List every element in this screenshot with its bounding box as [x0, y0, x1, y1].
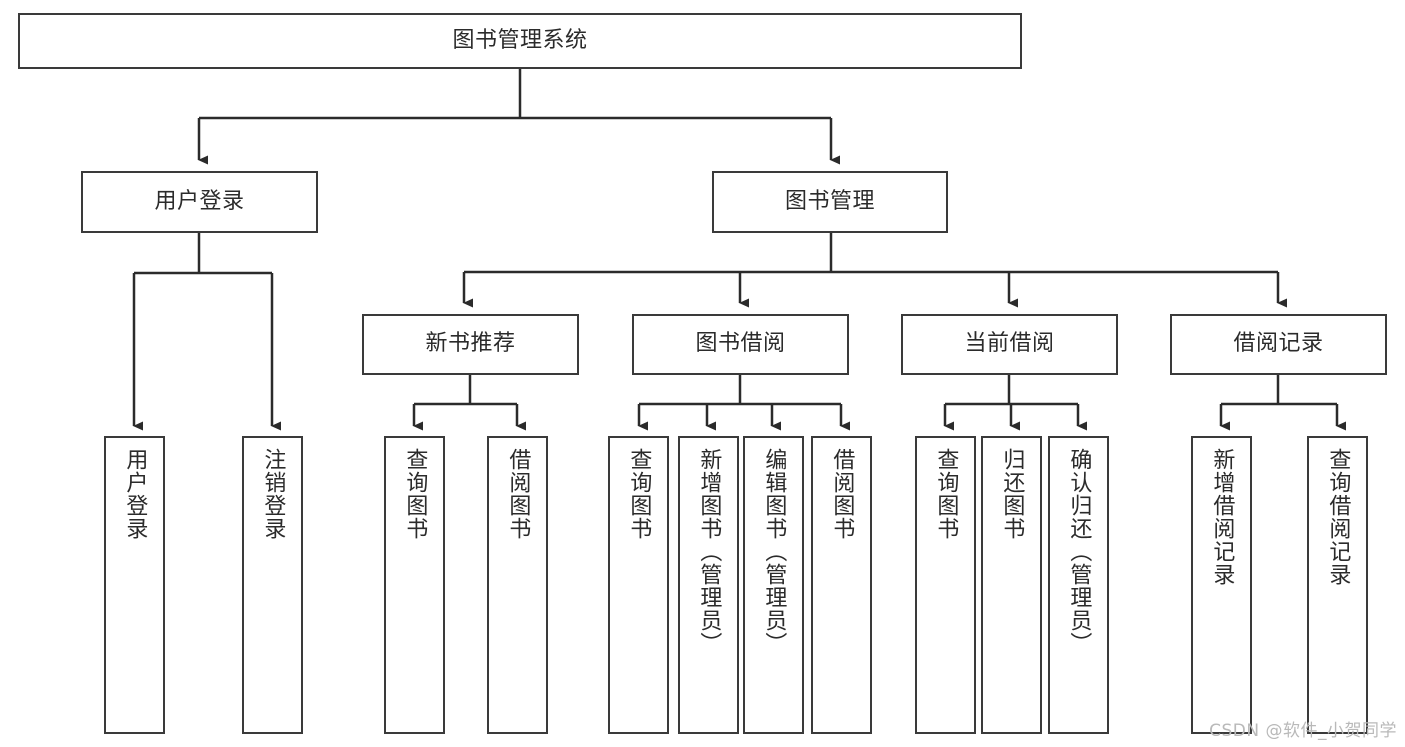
node-leaf-return-book-label: 归还图书: [999, 448, 1025, 540]
node-leaf-user-login-label: 用户登录: [122, 448, 148, 540]
node-leaf-query-borrow-record-label: 查询借阅记录: [1325, 448, 1351, 586]
node-leaf-user-login[interactable]: 用户登录: [104, 436, 165, 734]
node-leaf-query-book-recommend[interactable]: 查询图书: [384, 436, 445, 734]
node-leaf-query-book-borrow[interactable]: 查询图书: [608, 436, 669, 734]
csdn-watermark: CSDN @软件_小贺同学: [1209, 721, 1397, 741]
node-current-borrow[interactable]: 当前借阅: [901, 314, 1118, 375]
node-book-management-label: 图书管理: [784, 188, 875, 214]
node-book-management[interactable]: 图书管理: [712, 171, 948, 233]
node-new-book-recommend[interactable]: 新书推荐: [362, 314, 579, 375]
node-book-borrow[interactable]: 图书借阅: [632, 314, 849, 375]
node-leaf-borrow-book-label: 借阅图书: [829, 448, 855, 540]
node-leaf-logout-label: 注销登录: [260, 448, 286, 540]
node-leaf-query-book-current-label: 查询图书: [933, 448, 959, 540]
node-leaf-borrow-book[interactable]: 借阅图书: [811, 436, 872, 734]
node-leaf-confirm-return-admin-label: 确认归还（管理员）: [1066, 448, 1092, 655]
node-leaf-add-book-admin-label: 新增图书（管理员）: [696, 448, 722, 655]
node-user-login-label: 用户登录: [154, 188, 245, 214]
node-root-book-management-system[interactable]: 图书管理系统: [18, 13, 1022, 69]
node-book-borrow-label: 图书借阅: [695, 331, 786, 357]
node-borrow-record-label: 借阅记录: [1233, 331, 1324, 357]
node-leaf-add-borrow-record[interactable]: 新增借阅记录: [1191, 436, 1252, 734]
node-leaf-add-borrow-record-label: 新增借阅记录: [1209, 448, 1235, 586]
node-root-label: 图书管理系统: [452, 27, 588, 53]
node-current-borrow-label: 当前借阅: [964, 331, 1055, 357]
node-leaf-borrow-book-recommend[interactable]: 借阅图书: [487, 436, 548, 734]
node-borrow-record[interactable]: 借阅记录: [1170, 314, 1387, 375]
node-leaf-borrow-book-recommend-label: 借阅图书: [505, 448, 531, 540]
node-leaf-add-book-admin[interactable]: 新增图书（管理员）: [678, 436, 739, 734]
node-leaf-query-book-borrow-label: 查询图书: [626, 448, 652, 540]
node-leaf-edit-book-admin[interactable]: 编辑图书（管理员）: [743, 436, 804, 734]
node-user-login[interactable]: 用户登录: [81, 171, 318, 233]
node-leaf-query-book-current[interactable]: 查询图书: [915, 436, 976, 734]
node-new-book-recommend-label: 新书推荐: [425, 331, 516, 357]
node-leaf-query-borrow-record[interactable]: 查询借阅记录: [1307, 436, 1368, 734]
node-leaf-query-book-recommend-label: 查询图书: [402, 448, 428, 540]
node-leaf-confirm-return-admin[interactable]: 确认归还（管理员）: [1048, 436, 1109, 734]
node-leaf-edit-book-admin-label: 编辑图书（管理员）: [761, 448, 787, 655]
node-leaf-return-book[interactable]: 归还图书: [981, 436, 1042, 734]
node-leaf-logout[interactable]: 注销登录: [242, 436, 303, 734]
